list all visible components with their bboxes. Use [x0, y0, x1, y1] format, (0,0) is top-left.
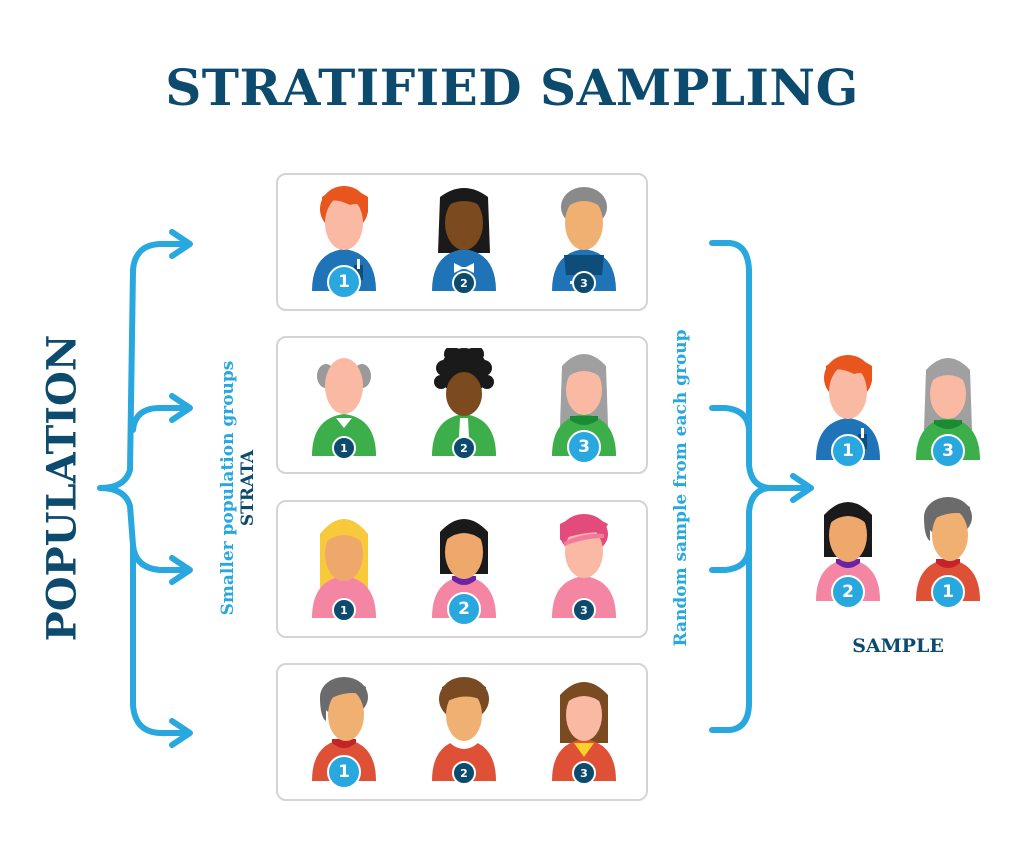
sample-person-4: 1	[908, 493, 988, 609]
member-number-badge: 3	[572, 761, 596, 785]
person-avatar-icon	[312, 358, 376, 456]
sample-label: SAMPLE	[852, 635, 944, 657]
member-number-badge: 3	[931, 434, 965, 468]
person-3: 3	[544, 183, 624, 295]
member-number-badge: 2	[452, 271, 476, 295]
member-number-badge: 1	[327, 755, 361, 789]
member-number-badge: 1	[931, 575, 965, 609]
sample-person-1: 1	[808, 352, 888, 468]
left-bracket-top	[97, 241, 191, 491]
strata-group-2: 1 2 3	[276, 336, 648, 474]
person-3: 3	[544, 510, 624, 622]
person-1: 1	[304, 183, 384, 299]
diagram-title: STRATIFIED SAMPLING	[165, 58, 859, 117]
member-number-badge: 2	[452, 761, 476, 785]
member-number-badge: 1	[332, 598, 356, 622]
person-1: 1	[304, 673, 384, 789]
member-number-badge: 1	[831, 434, 865, 468]
person-avatar-icon	[432, 188, 496, 291]
member-number-badge: 1	[327, 265, 361, 299]
member-number-badge: 3	[572, 271, 596, 295]
strata-group-4: 1 2 3	[276, 663, 648, 801]
sample-person-3: 2	[808, 493, 888, 609]
person-avatar-icon	[432, 677, 496, 781]
person-2: 2	[424, 346, 504, 460]
person-2: 2	[424, 183, 504, 295]
person-avatar-icon	[432, 346, 496, 456]
person-avatar-icon	[552, 514, 616, 618]
person-avatar-icon	[312, 519, 376, 618]
member-number-badge: 3	[572, 598, 596, 622]
person-1: 1	[304, 348, 384, 460]
person-3: 3	[544, 673, 624, 785]
person-2: 2	[424, 510, 504, 626]
strata-group-3: 1 2 3	[276, 500, 648, 638]
person-avatar-icon	[552, 187, 616, 291]
person-3: 3	[544, 348, 624, 464]
member-number-badge: 1	[332, 436, 356, 460]
person-1: 1	[304, 510, 384, 622]
strata-group-1: 1 2 3	[276, 173, 648, 311]
sample-person-2: 3	[908, 352, 988, 468]
member-number-badge: 3	[567, 430, 601, 464]
person-2: 2	[424, 673, 504, 785]
member-number-badge: 2	[452, 436, 476, 460]
member-number-badge: 2	[447, 592, 481, 626]
person-avatar-icon	[552, 682, 616, 781]
member-number-badge: 2	[831, 575, 865, 609]
